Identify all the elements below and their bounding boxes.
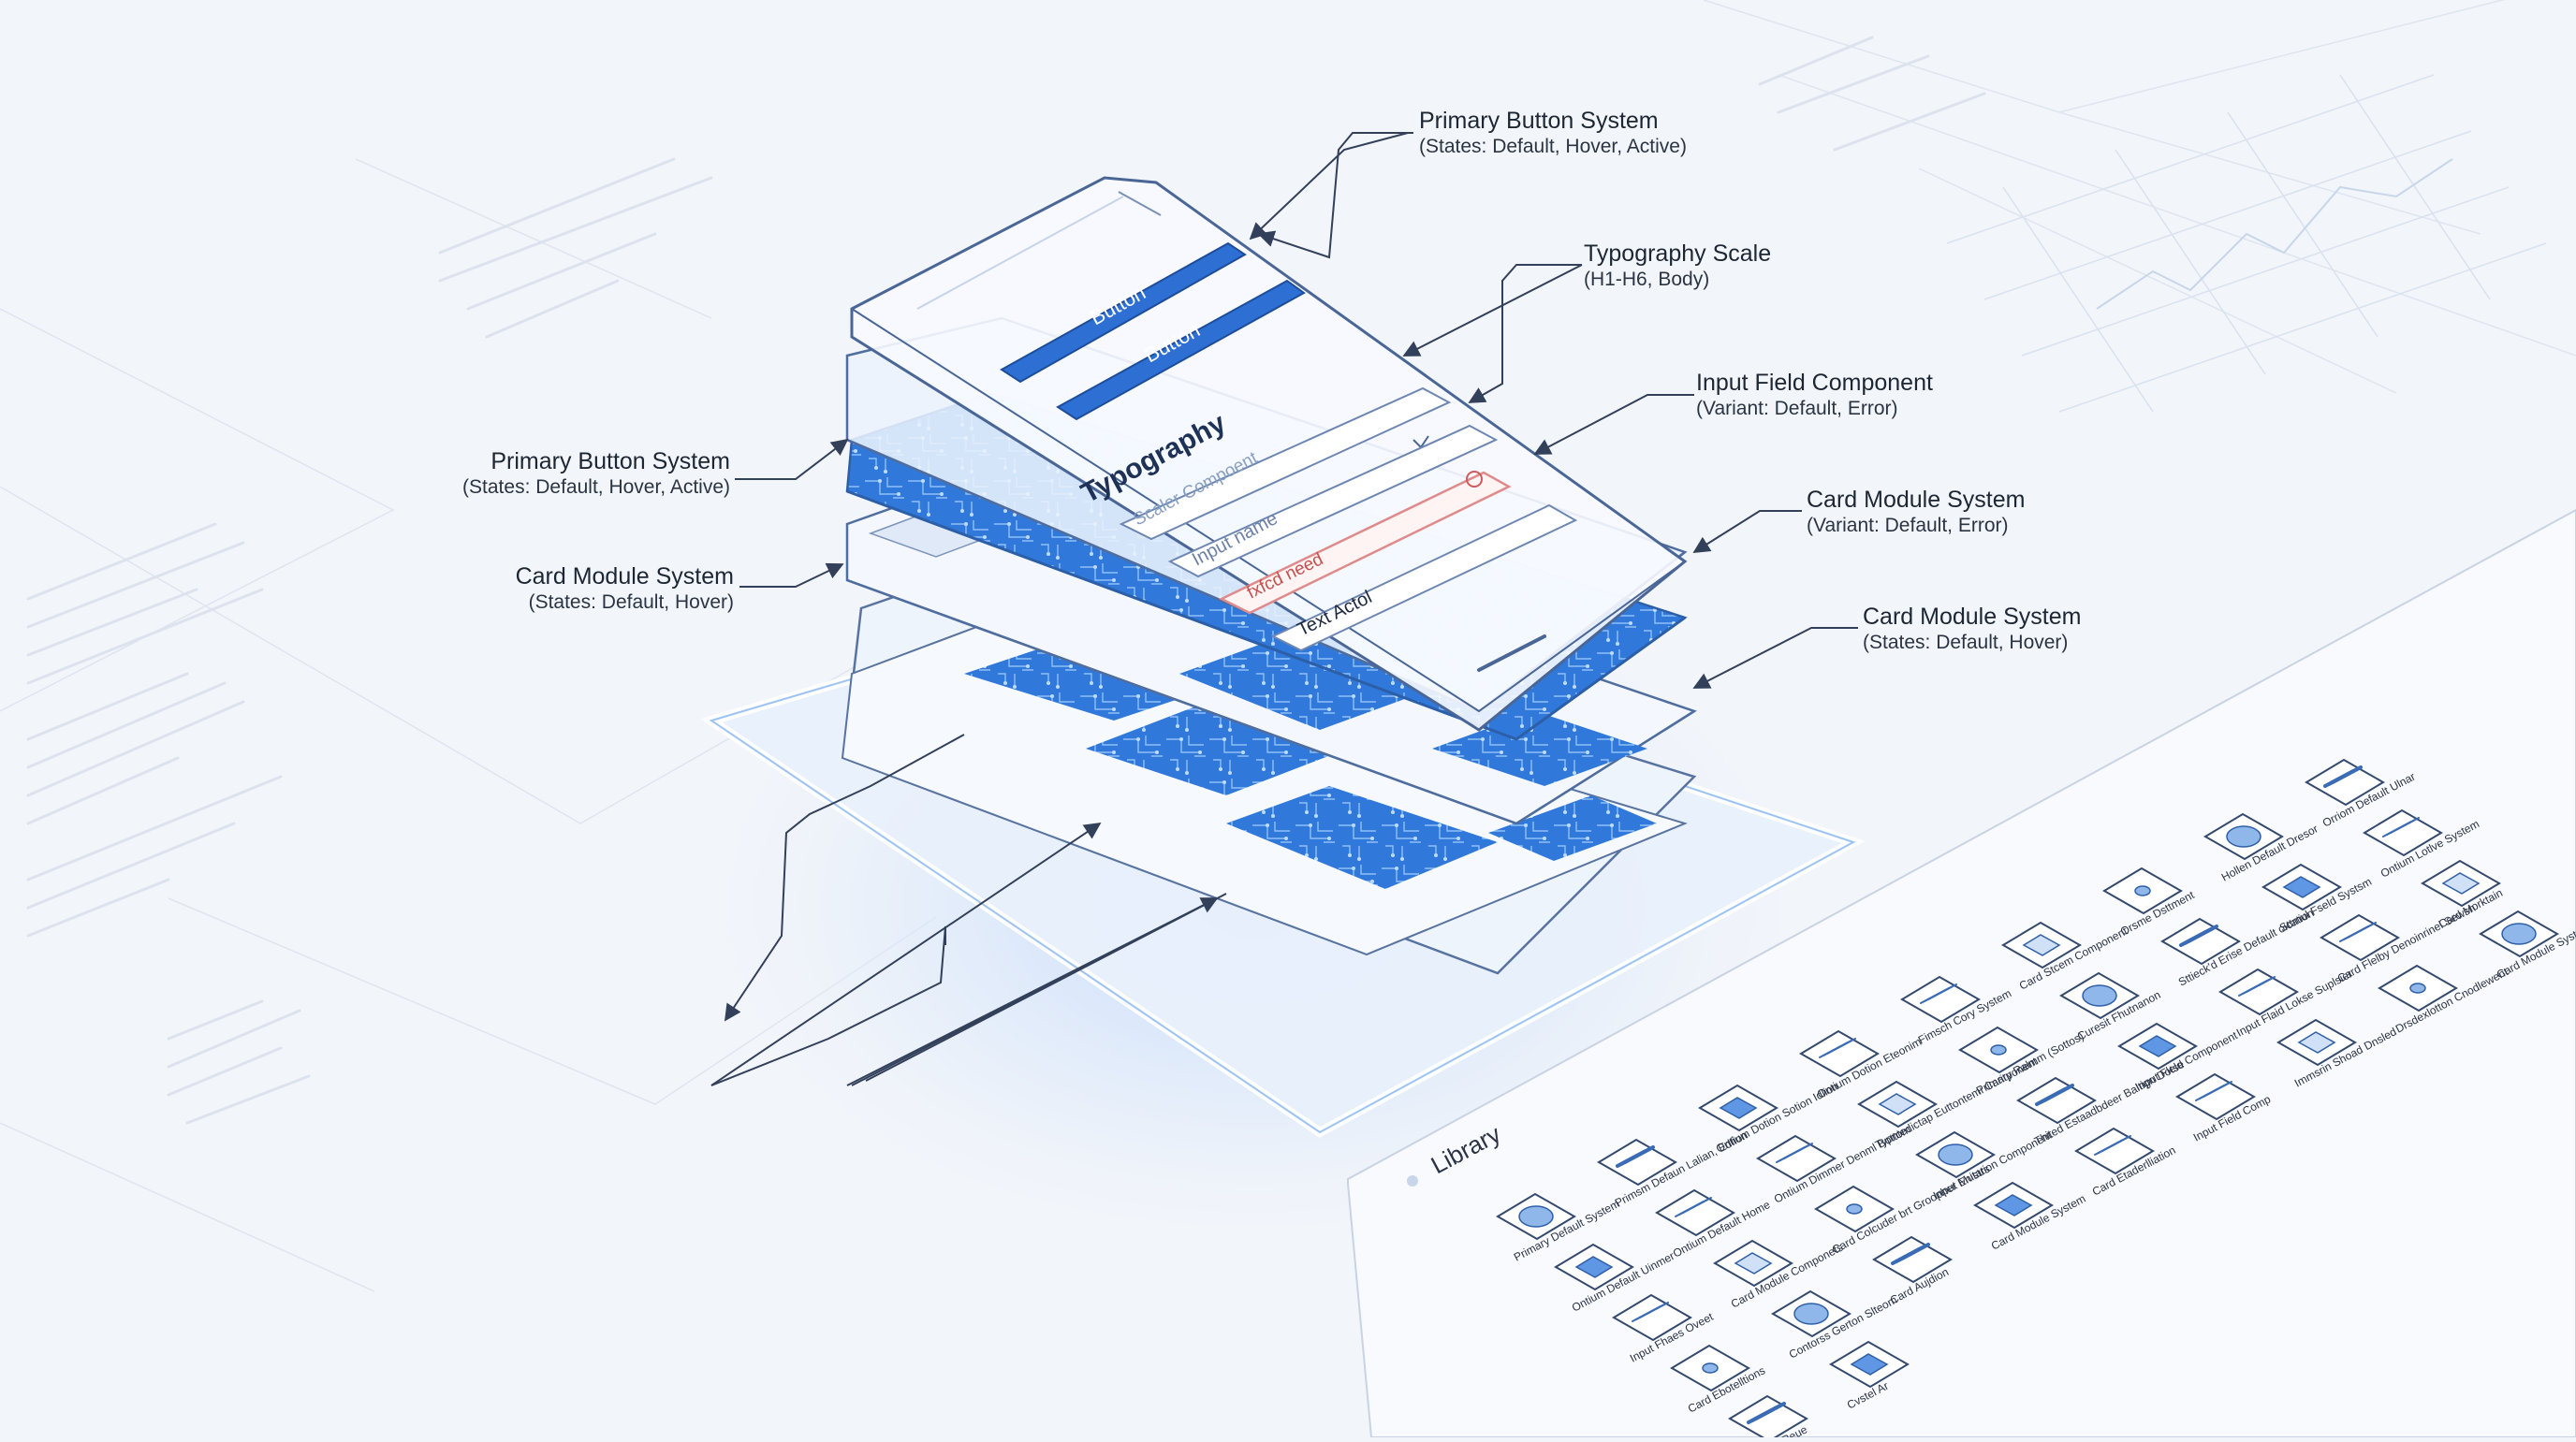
library-item-icon — [2323, 765, 2363, 788]
library-item-icon — [1747, 1402, 1786, 1424]
callout-subtitle: (States: Default, Hover) — [528, 591, 734, 613]
library-item-icon — [2282, 876, 2321, 898]
library-item-icon — [1616, 1145, 1655, 1168]
library-item-icon — [2082, 984, 2117, 1007]
library-item-icon — [2094, 1135, 2131, 1156]
library-item-icon — [2035, 1084, 2074, 1106]
background-text-lines — [26, 36, 1986, 1125]
callout-primary-button-top: Primary Button System (States: Default, … — [1419, 107, 1687, 159]
callout-leaders — [710, 132, 1858, 1086]
callout-subtitle: (Variant: Default, Error) — [1696, 398, 1898, 419]
callout-subtitle: (States: Default, Hover, Active) — [1419, 136, 1687, 157]
library-item-icon — [1819, 1038, 1856, 1058]
library-item-icon — [2195, 1081, 2232, 1101]
callout-subtitle: (Variant: Default, Error) — [1807, 515, 2009, 536]
library-item-icon — [2138, 1035, 2177, 1057]
callout-title: Card Module System — [515, 563, 734, 590]
callout-subtitle: (States: Default, Hover, Active) — [462, 476, 730, 498]
library-item-icon — [1891, 1243, 1930, 1265]
callout-typography-scale: Typography Scale (H1-H6, Body) — [1584, 240, 1771, 292]
library-item-icon — [1878, 1093, 1917, 1115]
library-item-icon — [2339, 922, 2377, 942]
phone-frame-top — [850, 176, 1688, 732]
library-item-icon — [2297, 1031, 2336, 1054]
library-item-icon — [1920, 983, 1957, 1004]
callout-card-states-left: Card Module System (States: Default, Hov… — [440, 562, 734, 615]
library-item-icon — [1574, 1256, 1614, 1278]
library-item-icon — [1518, 1205, 1554, 1228]
layer-stack — [841, 176, 1697, 975]
callout-subtitle: (States: Default, Hover) — [1863, 632, 2069, 653]
callout-title: Card Module System — [1807, 487, 2026, 513]
callout-title: Primary Button System — [490, 448, 730, 474]
library-item-icon — [2382, 817, 2420, 838]
layer-bottom — [841, 560, 1697, 975]
library-item-icon — [1994, 1194, 2033, 1216]
library-item-icon — [1734, 1252, 1773, 1274]
background-chart — [1946, 74, 2547, 413]
library-item-icon — [2226, 825, 2261, 848]
callout-subtitle: (H1-H6, Body) — [1584, 269, 1710, 290]
callout-card-states-right: Card Module System (States: Default, Hov… — [1863, 603, 2081, 655]
callout-primary-button-left: Primary Button System (States: Default, … — [431, 447, 730, 500]
callout-card-variant: Card Module System (Variant: Default, Er… — [1807, 486, 2025, 538]
library-item-icon — [1990, 1044, 2007, 1056]
library-item-icon — [1850, 1353, 1889, 1376]
library-item-icon — [1793, 1303, 1829, 1325]
library-item-icon — [2409, 983, 2426, 994]
library-item-icon — [1846, 1203, 1863, 1215]
callout-title: Primary Button System — [1419, 108, 1659, 134]
library-item-icon — [2441, 872, 2481, 895]
library-item-icon — [2022, 934, 2061, 956]
callout-title: Typography Scale — [1584, 240, 1772, 267]
callout-input-field: Input Field Component (Variant: Default,… — [1696, 369, 1933, 421]
callout-title: Input Field Component — [1696, 370, 1933, 396]
callout-title: Card Module System — [1863, 604, 2082, 630]
library-item-icon — [2179, 925, 2218, 947]
library-item-icon — [2134, 885, 2151, 896]
library-item-icon — [1675, 1197, 1712, 1217]
library-item-icon — [1632, 1302, 1669, 1322]
library-item-icon — [2501, 923, 2537, 945]
library-item-icon — [1719, 1097, 1758, 1119]
library-item-icon — [1938, 1143, 1973, 1166]
library-item-icon — [1776, 1143, 1813, 1163]
library-item-icon — [1702, 1362, 1719, 1374]
library-item-icon — [2238, 976, 2276, 997]
